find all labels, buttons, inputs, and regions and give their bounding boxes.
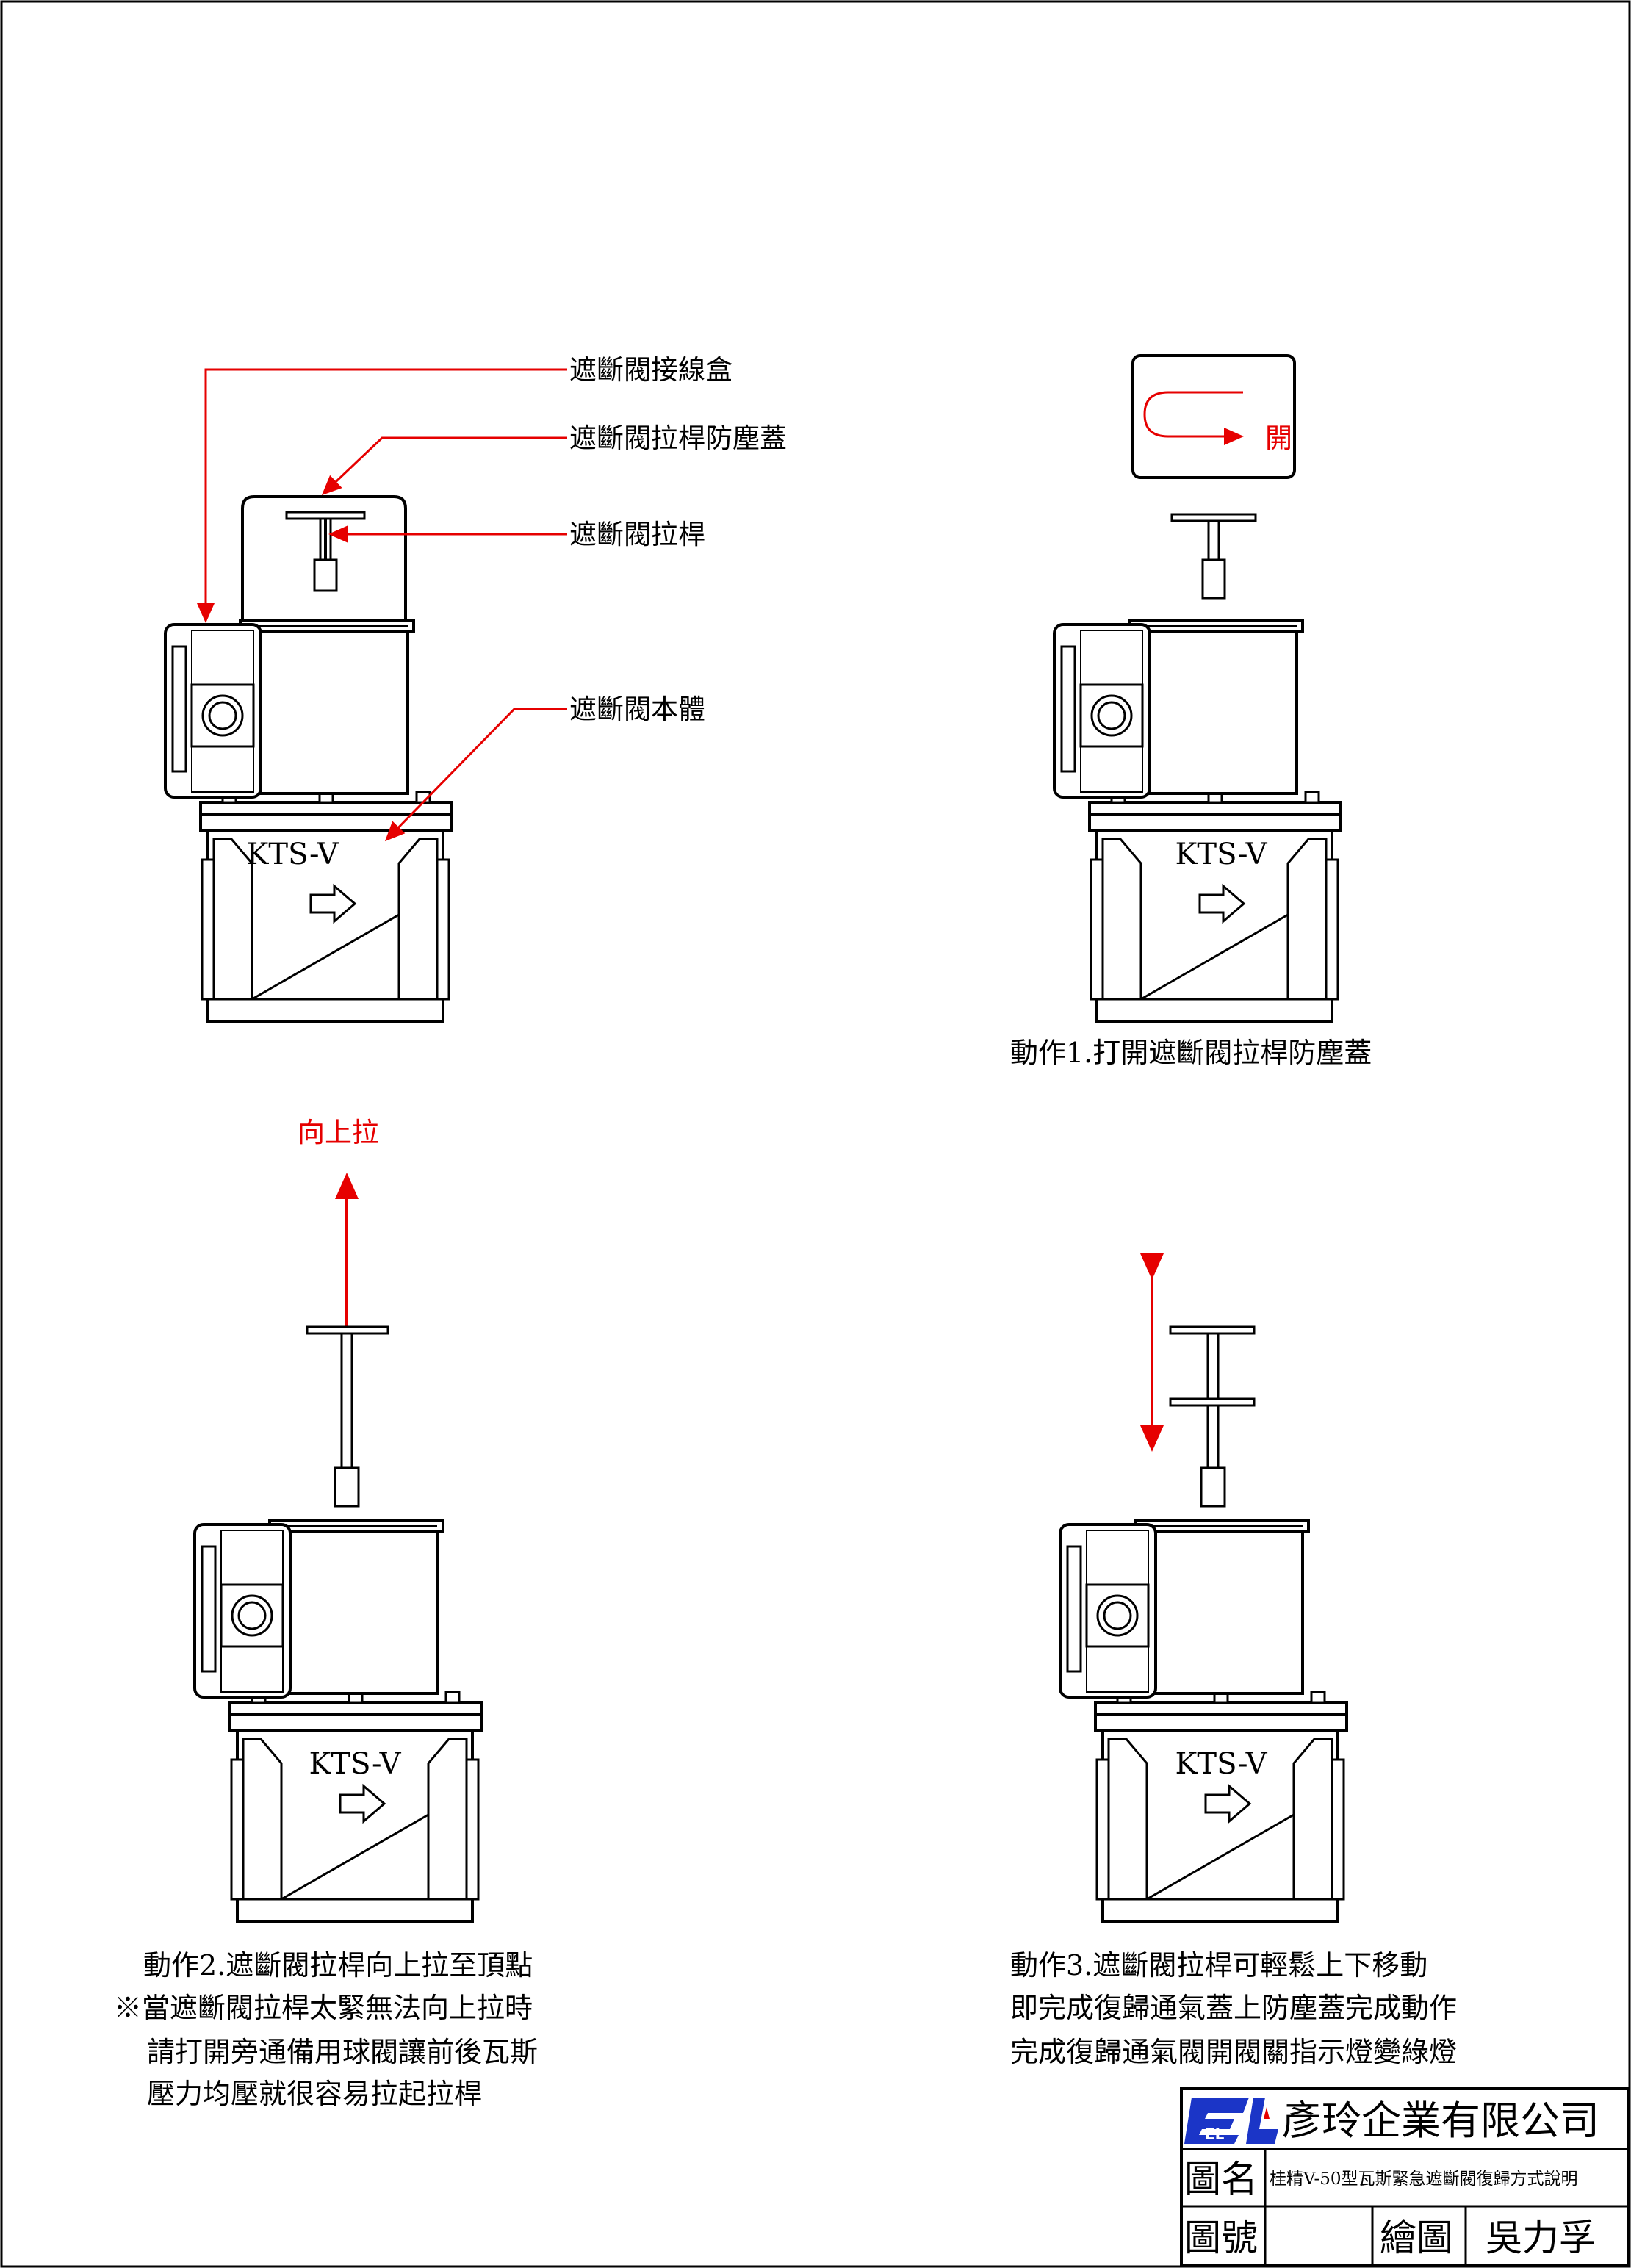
- model-label-1: KTS-V: [247, 838, 339, 871]
- pull-rod-2: [1170, 513, 1257, 600]
- svg-text:完成復歸通氣閥開閥關指示燈變綠燈: 完成復歸通氣閥開閥關指示燈變綠燈: [1010, 2036, 1457, 2068]
- svg-text:動作2.遮斷閥拉桿向上拉至頂點: 動作2.遮斷閥拉桿向上拉至頂點: [143, 1949, 533, 1981]
- model-label-3: KTS-V: [309, 1747, 402, 1781]
- label-valve-body: 遮斷閥本體: [569, 694, 705, 725]
- label-dust-cover: 遮斷閥拉桿防塵蓋: [569, 422, 787, 454]
- model-label-2: KTS-V: [1175, 838, 1268, 871]
- svg-text:即完成復歸通氣蓋上防塵蓋完成動作: 即完成復歸通氣蓋上防塵蓋完成動作: [1010, 1992, 1457, 2024]
- label-open: 開: [1265, 422, 1292, 454]
- company-name: 彥玲企業有限公司: [1282, 2098, 1599, 2144]
- callout-dust-cover: 遮斷閥拉桿防塵蓋: [321, 422, 787, 496]
- figure-3-pull-up: 向上拉 KTS-V 動作2.遮斷閥拉桿向上拉至頂點 ※當遮斷閥拉桿太緊無法向上拉…: [114, 1117, 538, 2110]
- figure-2-open-cover: 開 KTS-V 動作1.打開遮斷閥拉桿防塵蓋: [1010, 354, 1372, 1069]
- pull-rod: [285, 511, 366, 592]
- step-2-caption: 動作2.遮斷閥拉桿向上拉至頂點 ※當遮斷閥拉桿太緊無法向上拉時 請打開旁通備用球…: [114, 1949, 538, 2110]
- callout-valve-body: 遮斷閥本體: [384, 694, 705, 842]
- figure-4-free-move: KTS-V 動作3.遮斷閥拉桿可輕鬆上下移動 即完成復歸通氣蓋上防塵蓋完成動作 …: [1010, 1253, 1457, 2068]
- svg-text:請打開旁通備用球閥讓前後瓦斯: 請打開旁通備用球閥讓前後瓦斯: [147, 2036, 538, 2068]
- drawn-by: 吳力孚: [1486, 2217, 1596, 2259]
- drawing-no-label: 圖號: [1184, 2217, 1258, 2259]
- svg-text:壓力均壓就很容易拉起拉桿: 壓力均壓就很容易拉起拉桿: [147, 2078, 482, 2110]
- logo-text: EL: [1205, 2125, 1225, 2143]
- title-block: EL 彥玲企業有限公司 圖名 桂精V-50型瓦斯緊急遮斷閥復歸方式說明 圖號 繪…: [1180, 2087, 1630, 2267]
- model-label-4: KTS-V: [1175, 1747, 1268, 1781]
- step-1-caption: 動作1.打開遮斷閥拉桿防塵蓋: [1010, 1037, 1372, 1069]
- valve-3: [193, 1519, 483, 1923]
- callout-junction-box: 遮斷閥接線盒: [197, 354, 732, 623]
- pull-rod-3: [306, 1325, 389, 1508]
- label-pull-rod: 遮斷閥拉桿: [569, 519, 705, 550]
- label-junction-box: 遮斷閥接線盒: [569, 354, 732, 386]
- svg-text:※當遮斷閥拉桿太緊無法向上拉時: ※當遮斷閥拉桿太緊無法向上拉時: [114, 1992, 533, 2024]
- drawing-name: 桂精V-50型瓦斯緊急遮斷閥復歸方式說明: [1270, 2170, 1578, 2189]
- valve-2: [1053, 619, 1342, 1023]
- removed-dust-cover: 開: [1131, 354, 1296, 479]
- drawn-by-label: 繪圖: [1380, 2217, 1453, 2259]
- valve-1: [164, 619, 453, 1023]
- company-logo: EL: [1184, 2098, 1278, 2144]
- pull-rod-4: [1169, 1325, 1256, 1508]
- valve-4: [1059, 1519, 1348, 1923]
- label-pull-up: 向上拉: [298, 1117, 379, 1148]
- figure-1-valve-assembly: KTS-V 遮斷閥接線盒 遮斷閥拉桿防塵蓋 遮斷閥拉桿 遮斷閥本體: [164, 354, 787, 1023]
- callout-pull-rod: 遮斷閥拉桿: [328, 519, 705, 550]
- drawing-name-label: 圖名: [1184, 2158, 1258, 2200]
- svg-text:動作3.遮斷閥拉桿可輕鬆上下移動: 動作3.遮斷閥拉桿可輕鬆上下移動: [1010, 1949, 1427, 1981]
- step-3-caption: 動作3.遮斷閥拉桿可輕鬆上下移動 即完成復歸通氣蓋上防塵蓋完成動作 完成復歸通氣…: [1010, 1949, 1457, 2068]
